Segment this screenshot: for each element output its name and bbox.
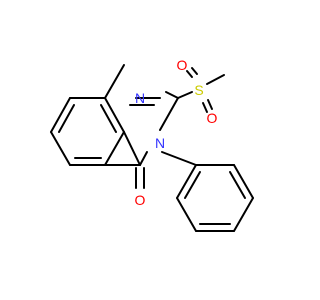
benzo-ring <box>50 97 125 166</box>
bond <box>123 131 141 166</box>
bond <box>202 102 208 113</box>
atom-o-carbonyl: O <box>135 192 146 208</box>
bond <box>50 131 71 166</box>
bond <box>177 91 193 99</box>
bond <box>207 99 213 110</box>
background <box>0 0 300 300</box>
bond <box>50 97 71 133</box>
methylsulfonyl-group <box>177 67 225 113</box>
phenyl-ring <box>176 164 254 232</box>
bond <box>233 197 254 232</box>
double-bond-inner <box>229 171 246 199</box>
atom-o-sulfonyl-1: O <box>177 57 188 73</box>
atom-n3: N <box>155 135 165 151</box>
atom-n1: N <box>135 90 145 106</box>
bond <box>139 151 148 166</box>
molecule-structure: N N O S O O <box>0 0 300 300</box>
carbonyl <box>135 167 145 189</box>
bond <box>161 151 197 166</box>
bond <box>186 70 193 78</box>
bond <box>159 97 179 131</box>
double-bond-inner <box>58 104 75 133</box>
bond <box>165 91 179 99</box>
bond <box>104 97 125 133</box>
bond <box>104 64 125 99</box>
bond <box>233 164 254 199</box>
double-bond-inner <box>100 104 117 133</box>
bond <box>176 164 197 199</box>
atom-labels: N N O S O O <box>135 57 218 208</box>
double-bond-inner <box>184 171 201 199</box>
bond <box>104 131 125 166</box>
atom-s: S <box>194 82 203 98</box>
pyrimidinone-ring <box>104 64 179 166</box>
bond <box>206 74 225 85</box>
atom-o-sulfonyl-2: O <box>207 110 218 126</box>
bond <box>176 197 197 232</box>
bond <box>191 67 198 75</box>
